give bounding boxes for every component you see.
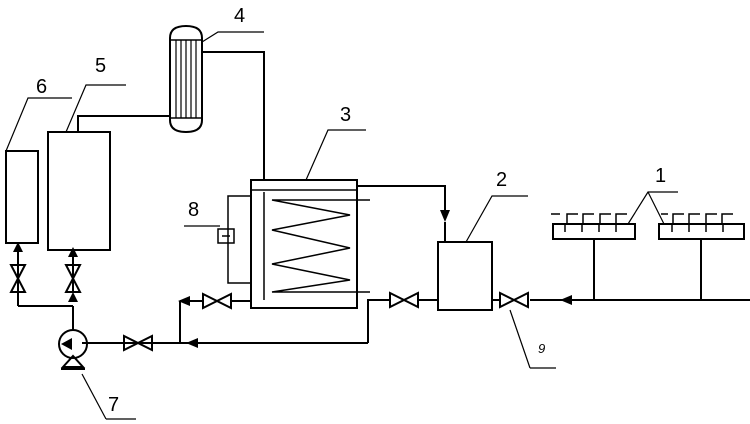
label-4: 4 (234, 5, 246, 27)
label-6-leader (6, 98, 72, 151)
flow-arrow-tank5 (68, 247, 78, 257)
valve-heater-left (178, 294, 251, 343)
label-2: 2 (496, 169, 508, 191)
tank-5 (48, 85, 170, 292)
valve-heater-left-body (203, 294, 231, 308)
label-7-leader (82, 374, 106, 419)
flow-arrow-down (440, 210, 450, 222)
heater-3-body (251, 180, 357, 308)
gauge-8 (184, 196, 251, 283)
vessel-2-body (438, 242, 492, 310)
label-7: 7 (108, 394, 120, 416)
label-2-leader (466, 196, 528, 242)
label-8: 8 (188, 199, 200, 221)
label-5: 5 (95, 55, 107, 77)
manifold-left-nozzles (551, 214, 627, 232)
valve-middle-body (390, 293, 418, 307)
pipe-condenser-to-heater (202, 52, 264, 180)
flow-arrow-up (68, 292, 78, 302)
label-1-leader (628, 192, 678, 224)
label-5-leader (66, 85, 126, 132)
tank-6-body (6, 151, 38, 243)
manifold-group (530, 192, 750, 305)
pump-outlet-header (18, 292, 78, 306)
flow-arrow-header (560, 295, 572, 305)
manifold-right-nozzles (661, 214, 733, 232)
pipe-valve-to-return (368, 300, 390, 343)
label-3-leader (306, 130, 366, 180)
return-pipe (82, 336, 368, 350)
valve-9-body (500, 293, 528, 307)
valve-middle (368, 293, 438, 343)
valve-9 (492, 293, 556, 368)
gauge-8-piping (228, 196, 251, 283)
pump-7 (59, 306, 136, 419)
condenser-4-body (170, 26, 202, 132)
label-4-leader (202, 32, 264, 42)
flow-arrow-return (186, 338, 198, 348)
heater-3 (251, 130, 370, 308)
pump-7-arrow (61, 338, 72, 350)
label-9-leader (510, 310, 530, 368)
flow-arrow-tank6 (13, 242, 23, 252)
tank-6 (6, 98, 72, 306)
valve-tank6-body (11, 265, 25, 292)
valve-tank5-body (66, 265, 80, 292)
label-3: 3 (340, 104, 352, 126)
gauge-8-body (218, 229, 234, 243)
valve-return-body (124, 336, 152, 350)
tank-5-body (48, 132, 110, 250)
pump-7-base (63, 356, 83, 367)
condenser-4-tubes (176, 40, 196, 118)
pipe-tank5-to-condenser (78, 116, 170, 132)
label-1: 1 (655, 165, 667, 187)
flow-arrow-left-upper (178, 296, 190, 306)
label-6: 6 (36, 76, 48, 98)
condenser-4 (170, 26, 264, 180)
label-1-leader-2 (648, 192, 664, 224)
label-9: 9 (538, 341, 546, 356)
vessel-2 (357, 186, 528, 310)
pipe-heater-to-vessel2 (357, 186, 445, 212)
heater-3-coil (272, 200, 370, 292)
